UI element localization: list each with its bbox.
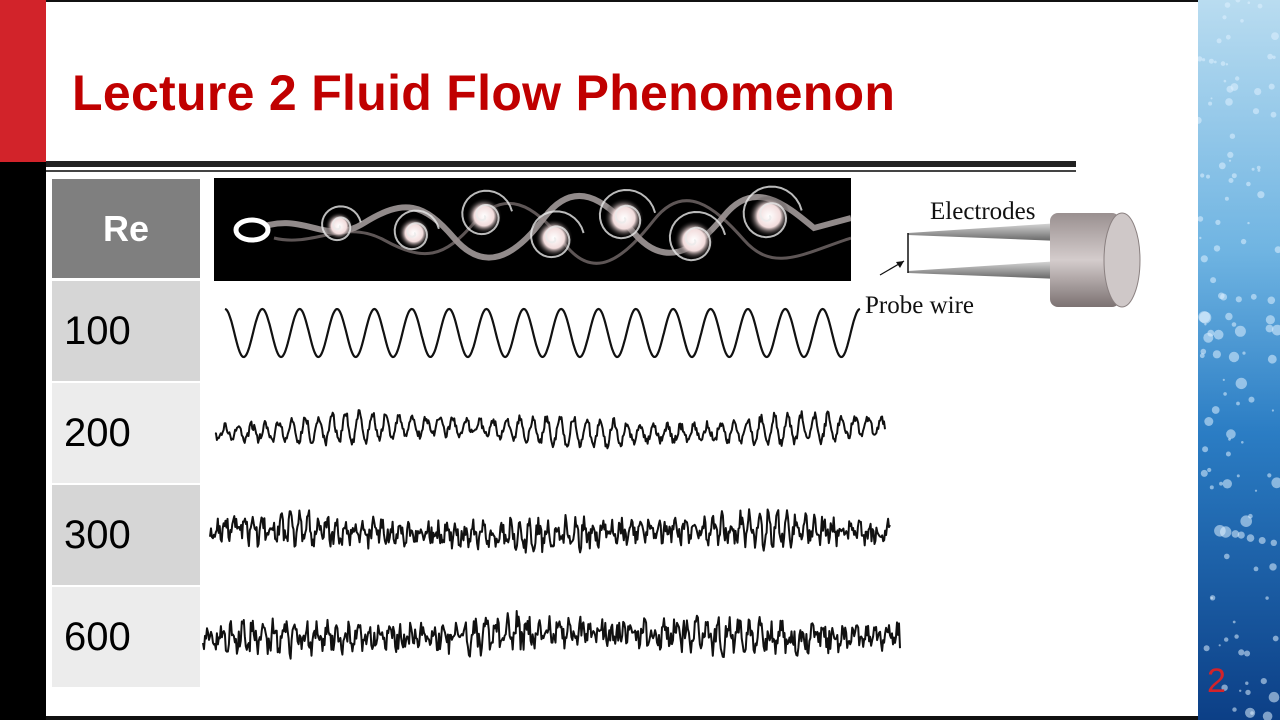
title-rule-thin: [46, 170, 1076, 172]
top-border: [46, 0, 1198, 2]
velocity-signal-re-100: [224, 307, 861, 359]
table-row-re-600: 600: [52, 587, 200, 687]
velocity-signal-re-200: [214, 409, 886, 450]
velocity-signal-re-300: [209, 508, 891, 554]
slide-title: Lecture 2 Fluid Flow Phenomenon: [72, 65, 896, 121]
probe-end-cap: [1103, 212, 1141, 308]
red-accent-bar: [0, 0, 46, 162]
slide-number: 2: [1207, 662, 1226, 700]
black-side-bar: [0, 162, 46, 720]
velocity-signal-re-600: [202, 610, 901, 660]
electrodes-label: Electrodes: [930, 198, 1036, 225]
probe-wire-label: Probe wire: [865, 292, 974, 319]
table-row-re-100: 100: [52, 281, 200, 381]
vortex-street-image: [214, 178, 852, 281]
table-row-re-300: 300: [52, 485, 200, 585]
bottom-border: [46, 716, 1198, 720]
table-header-re: Re: [52, 179, 200, 278]
probe-body: [1050, 213, 1120, 307]
water-droplets-background: [1198, 0, 1280, 720]
pointer-arrowhead: [896, 261, 904, 268]
title-rule: [46, 161, 1076, 167]
lower-electrode: [908, 261, 1060, 279]
table-row-re-200: 200: [52, 383, 200, 483]
upper-electrode: [908, 223, 1060, 241]
hot-wire-probe-diagram: Electrodes Probe wire: [860, 185, 1150, 325]
